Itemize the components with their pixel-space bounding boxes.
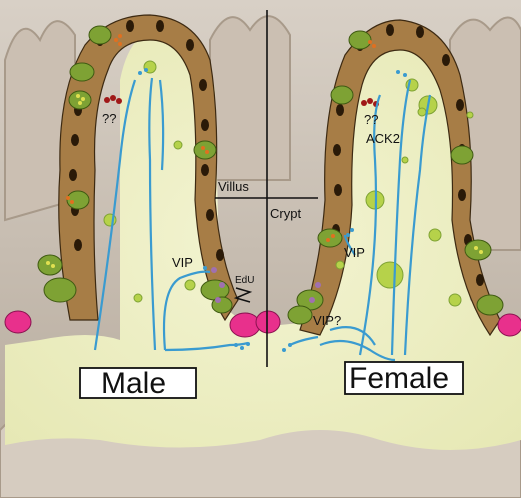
label-question-left: ?? (102, 111, 116, 126)
label-vip-left: VIP (172, 255, 193, 270)
label-question-right: ?? (364, 112, 378, 127)
label-male: Male (101, 367, 166, 400)
label-female: Female (349, 362, 449, 395)
female-box: Female (345, 362, 463, 395)
label-edu: EdU (235, 275, 254, 286)
label-villus: Villus (218, 179, 249, 194)
label-ack2: ACK2 (366, 131, 400, 146)
label-vip-right: VIP (344, 245, 365, 260)
male-box: Male (80, 367, 196, 400)
label-vip-question: VIP? (313, 313, 341, 328)
label-crypt: Crypt (270, 206, 301, 221)
